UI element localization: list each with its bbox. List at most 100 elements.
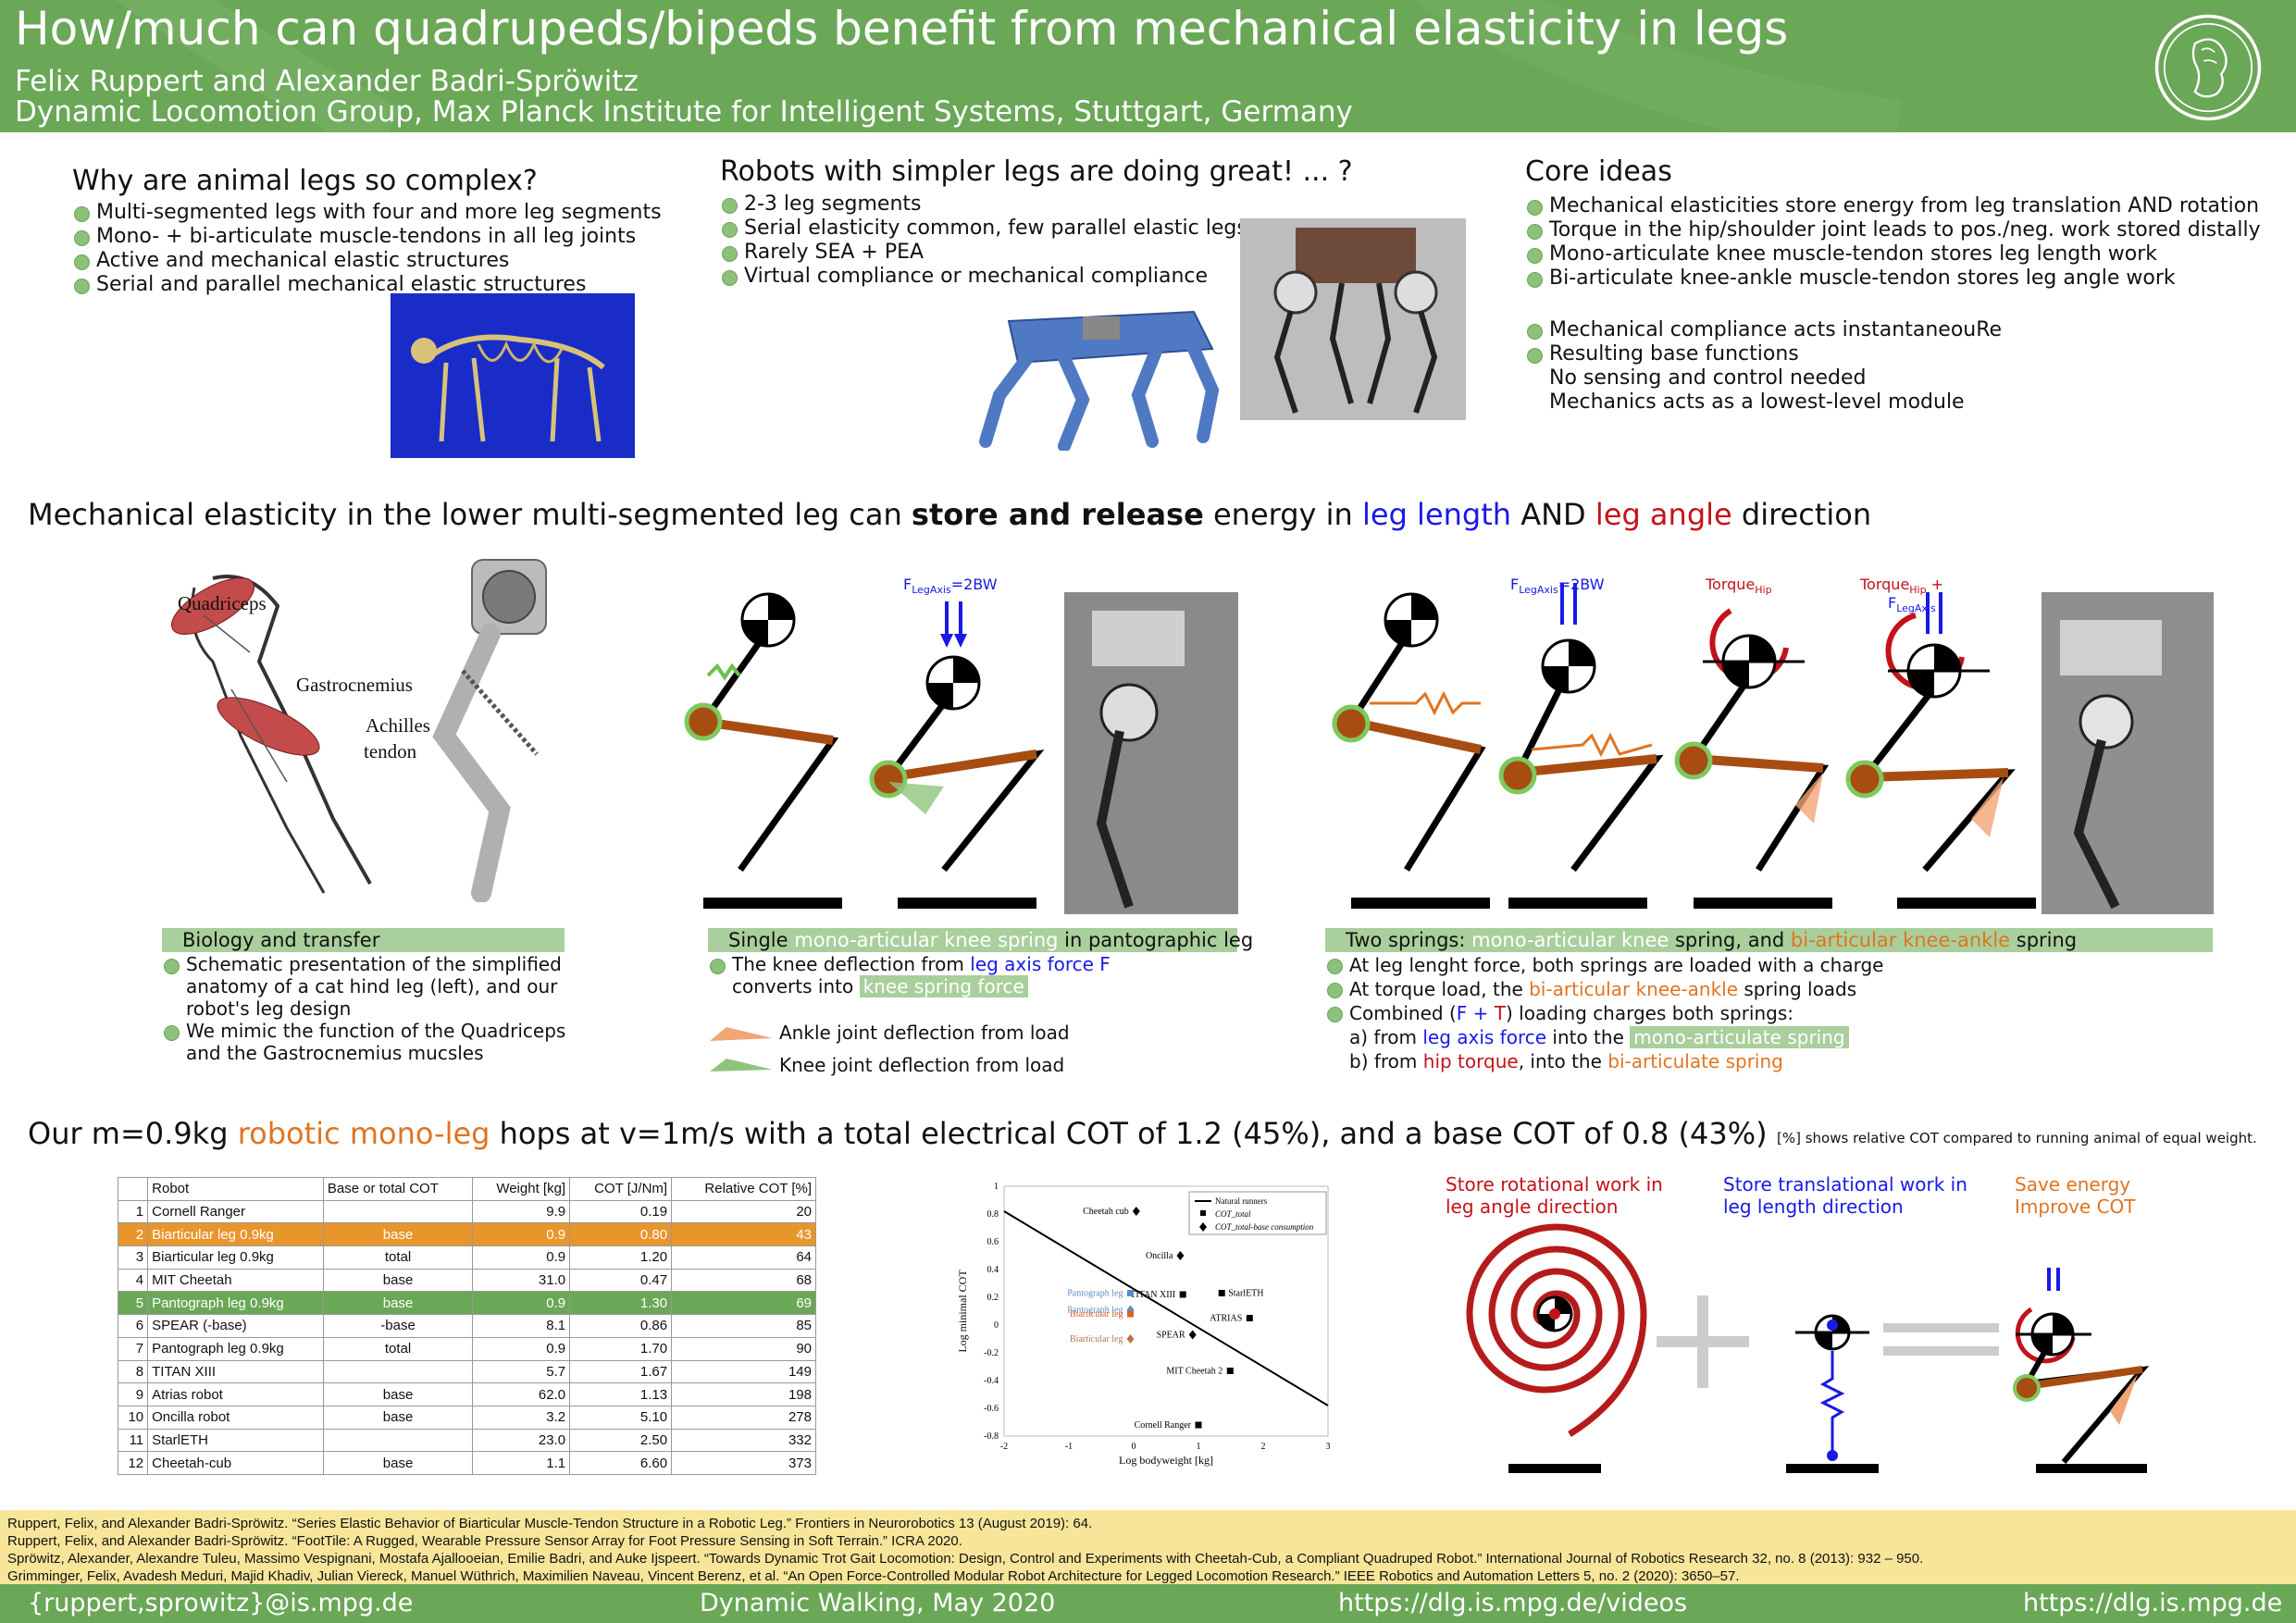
- poster-affiliation: Dynamic Locomotion Group, Max Planck Ins…: [15, 95, 1353, 129]
- y-tick-label: -0.6: [984, 1404, 999, 1414]
- data-point-label: Oncilla: [1146, 1251, 1173, 1261]
- table-cell: Biarticular leg 0.9kg: [147, 1222, 324, 1247]
- table-cell: 11: [117, 1428, 149, 1453]
- legend-diamond-swatch: [1199, 1222, 1207, 1232]
- max-planck-logo: [2154, 14, 2262, 121]
- robots-list: 2-3 leg segments Serial elasticity commo…: [720, 192, 1247, 289]
- table-cell: 8: [117, 1359, 149, 1384]
- list-item: Schematic presentation of the simplified…: [162, 953, 569, 1020]
- x-tick-label: 2: [1261, 1442, 1266, 1452]
- y-tick-label: 0.4: [987, 1265, 999, 1275]
- footer-site-link[interactable]: https://dlg.is.mpg.de: [2023, 1589, 2283, 1617]
- table-cell: 8.1: [472, 1314, 571, 1338]
- list-item: Mechanical compliance acts instantaneouR…: [1525, 318, 2002, 342]
- table-cell: base: [322, 1222, 474, 1247]
- table-cell: Oncilla robot: [147, 1405, 324, 1430]
- data-point-diamond: [1132, 1207, 1140, 1216]
- footer-event: Dynamic Walking, May 2020: [700, 1589, 1056, 1617]
- mass-marker-2: [925, 655, 981, 711]
- natural-runners-line: [1003, 1210, 1329, 1406]
- data-point-label: Biarticular leg: [1070, 1334, 1123, 1344]
- ankle-deflection-legend: Ankle joint deflection from load: [779, 1022, 1070, 1044]
- data-point-label: TITAN XIII: [1130, 1290, 1175, 1300]
- table-cell: 373: [671, 1451, 816, 1475]
- table-cell: [322, 1359, 474, 1384]
- list-item: Resulting base functions: [1525, 342, 2002, 366]
- hopping-heading: Our m=0.9kg robotic mono-leg hops at v=1…: [28, 1116, 1768, 1151]
- reference-item: Ruppert, Felix, and Alexander Badri-Sprö…: [7, 1516, 1093, 1531]
- biology-bar: Biology and transfer: [162, 928, 565, 952]
- leg-diagram-c: [1674, 608, 1832, 909]
- x-tick-label: 0: [1132, 1442, 1136, 1452]
- x-tick-label: 3: [1326, 1442, 1331, 1452]
- label-achilles: Achilles: [366, 714, 430, 737]
- why-title: Why are animal legs so complex?: [72, 165, 538, 197]
- table-cell: SPEAR (-base): [147, 1314, 324, 1338]
- list-item: Mono-articulate knee muscle-tendon store…: [1525, 242, 2261, 266]
- data-point-diamond: [1176, 1251, 1185, 1260]
- x-tick-label: -1: [1065, 1442, 1073, 1452]
- table-cell: 1: [117, 1199, 149, 1224]
- table-cell: Cornell Ranger: [147, 1199, 324, 1224]
- spiral-spring-icon: [1466, 1223, 1647, 1473]
- core-title: Core ideas: [1525, 155, 1672, 188]
- poster-title: How/much can quadrupeds/bipeds benefit f…: [15, 2, 1789, 56]
- footer-email[interactable]: {ruppert,sprowitz}@is.mpg.de: [28, 1589, 414, 1617]
- work-storage-diagram: [1466, 1223, 2150, 1473]
- table-cell: total: [322, 1336, 474, 1361]
- x-axis-label: Log bodyweight [kg]: [1119, 1454, 1213, 1467]
- y-tick-label: -0.4: [984, 1376, 999, 1386]
- data-point-label: Pantograph leg: [1067, 1289, 1123, 1299]
- plus-sign-icon: [1657, 1295, 1749, 1388]
- data-point-label: Cheetah cub: [1083, 1207, 1129, 1217]
- table-cell: 1.1: [472, 1451, 571, 1475]
- leg-diagram-a: [1332, 592, 1490, 909]
- table-cell: 1.67: [569, 1359, 673, 1384]
- table-header-cell: COT [J/Nm]: [569, 1177, 673, 1201]
- data-point-label: SPEAR: [1157, 1331, 1185, 1341]
- list-item: Mono- + bi-articulate muscle-tendons in …: [72, 225, 662, 249]
- core-list: Mechanical elasticities store energy fro…: [1525, 194, 2261, 291]
- leg-diagram-d: [1845, 592, 2036, 909]
- table-cell: -base: [322, 1314, 474, 1338]
- table-cell: 9.9: [472, 1199, 571, 1224]
- table-cell: 3: [117, 1245, 149, 1270]
- data-point-label: StarlETH: [1228, 1289, 1263, 1299]
- table-cell: 12: [117, 1451, 149, 1475]
- list-item: Mechanical elasticities store energy fro…: [1525, 194, 2261, 218]
- data-point-square: [1127, 1290, 1134, 1296]
- header-banner: How/much can quadrupeds/bipeds benefit f…: [0, 0, 2296, 132]
- table-cell: base: [322, 1268, 474, 1293]
- force-label-combined: FLegAxis: [1888, 594, 1936, 615]
- table-cell: 5.10: [569, 1405, 673, 1430]
- table-cell: Pantograph leg 0.9kg: [147, 1336, 324, 1361]
- data-point-square: [1246, 1315, 1253, 1321]
- table-cell: 149: [671, 1359, 816, 1384]
- table-cell: 2: [117, 1222, 149, 1247]
- reference-item: Spröwitz, Alexander, Alexandre Tuleu, Ma…: [7, 1551, 1924, 1567]
- table-cell: 0.9: [472, 1291, 571, 1316]
- legend-entry: COT_total-base consumption: [1215, 1222, 1314, 1232]
- table-cell: 3.2: [472, 1405, 571, 1430]
- list-item: 2-3 leg segments: [720, 192, 1247, 217]
- footer-videos-link[interactable]: https://dlg.is.mpg.de/videos: [1338, 1589, 1688, 1617]
- pantograph-robot-drawing: [1092, 611, 1185, 909]
- data-point-label: MIT Cheetah 2: [1166, 1367, 1222, 1377]
- legend-entry: Natural runners: [1215, 1196, 1268, 1206]
- table-cell: 85: [671, 1314, 816, 1338]
- legend-square-swatch: [1200, 1210, 1206, 1216]
- list-item: The knee deflection from leg axis force …: [708, 953, 1111, 975]
- label-gastrocnemius: Gastrocnemius: [296, 674, 413, 696]
- solo-robot-photo: [1240, 218, 1466, 420]
- data-point-square: [1195, 1421, 1202, 1429]
- list-item: Virtual compliance or mechanical complia…: [720, 265, 1247, 289]
